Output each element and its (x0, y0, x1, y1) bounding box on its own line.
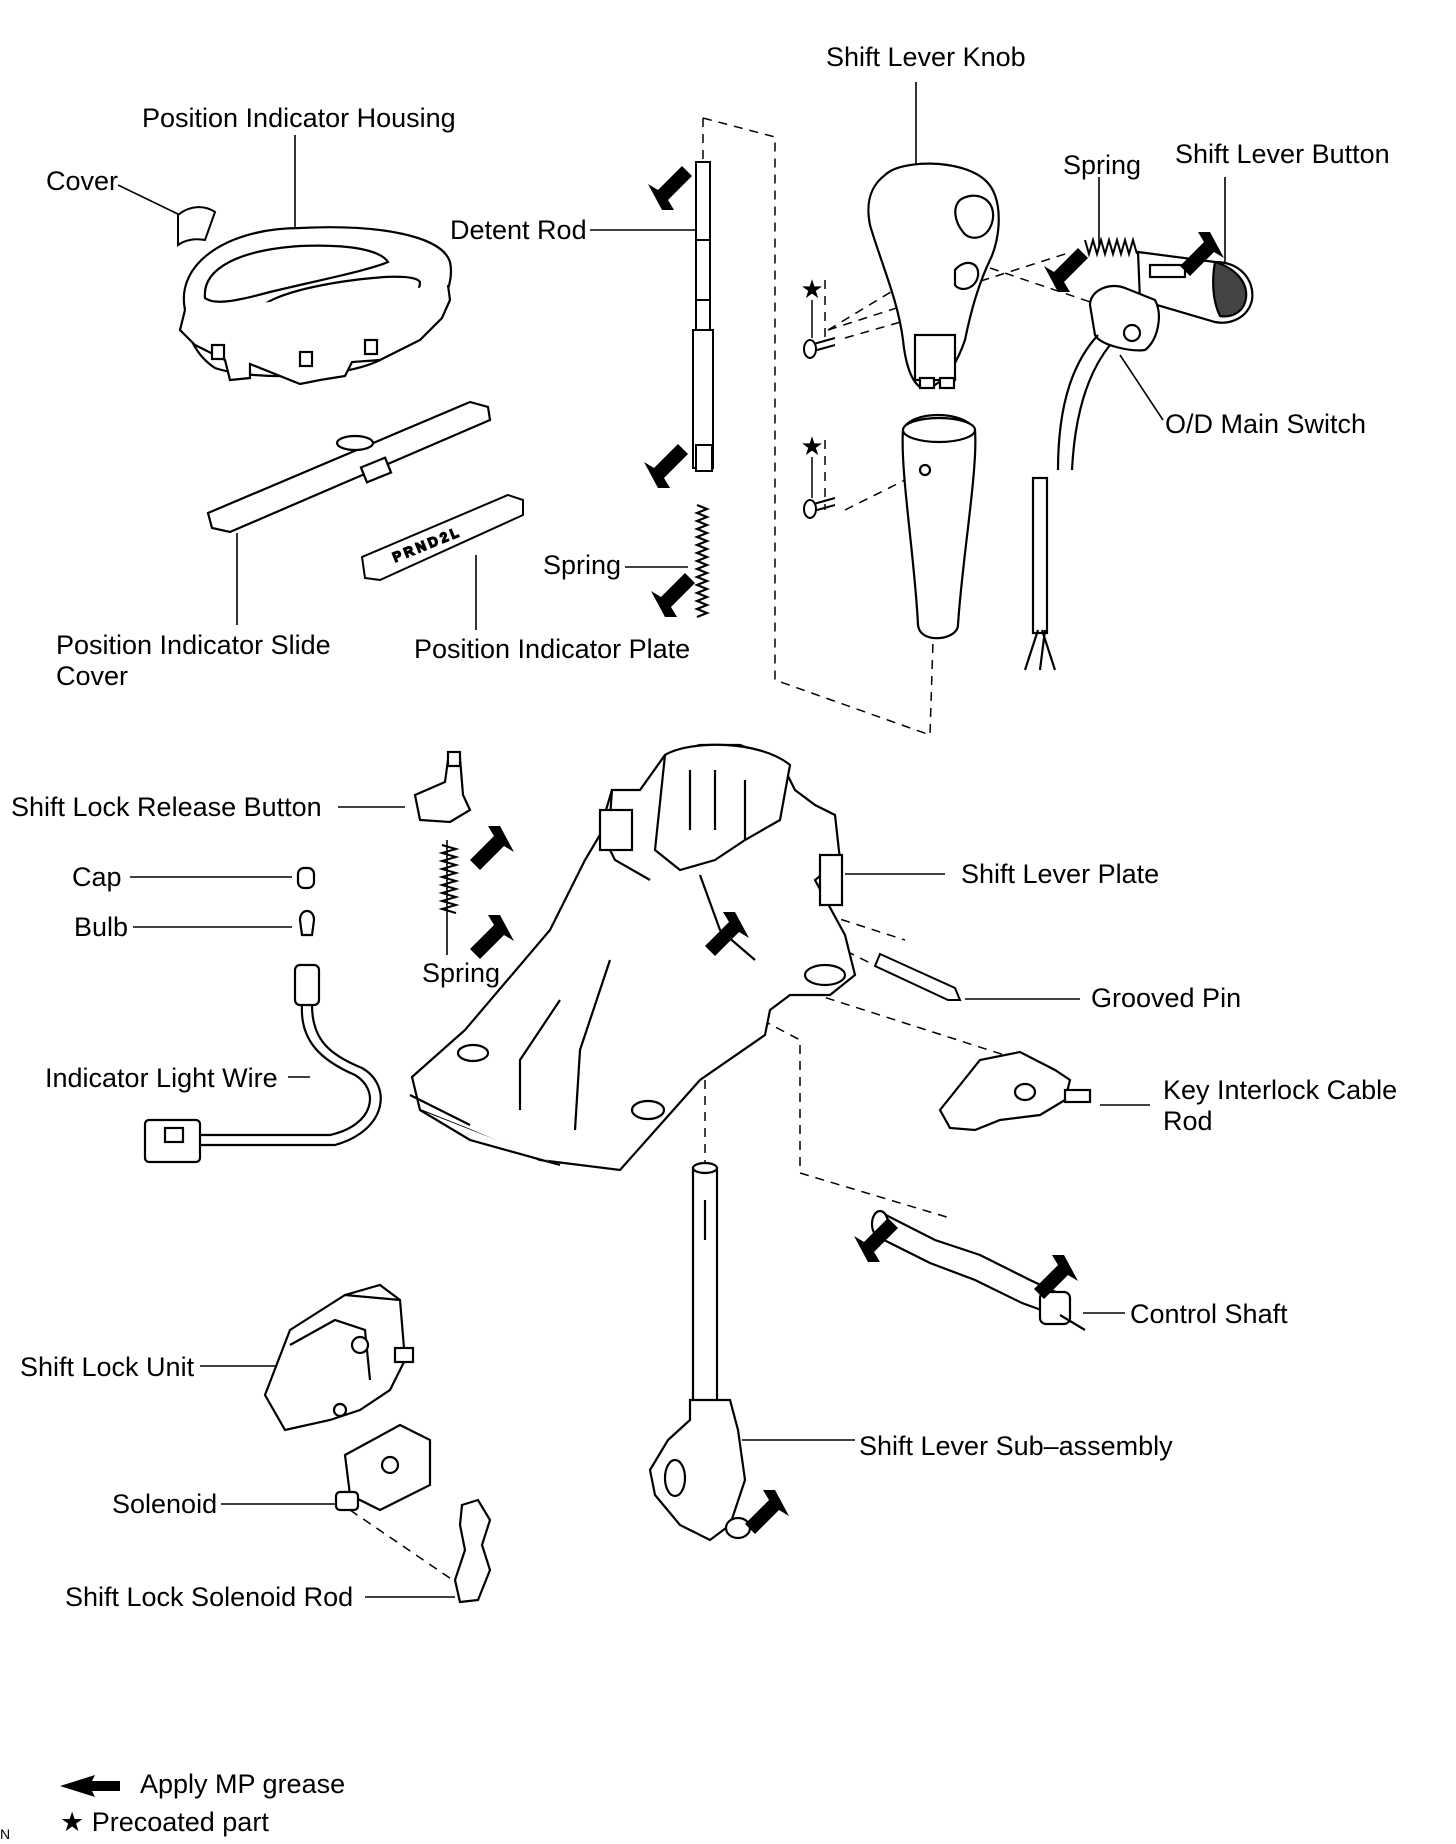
position-indicator-slide-cover (206, 400, 492, 534)
label-bulb: Bulb (74, 912, 129, 942)
label-cap: Cap (72, 862, 122, 892)
detent-rod (692, 161, 714, 472)
shift-lever-knob (867, 162, 1000, 390)
cover-part (177, 206, 217, 247)
label-solenoid: Solenoid (112, 1489, 218, 1519)
label-shift-lever-button: Shift Lever Button (1175, 139, 1390, 169)
label-position-indicator-plate: Position Indicator Plate (414, 634, 691, 664)
cap-and-bulb (296, 866, 316, 937)
shift-lock-release-button-part (413, 750, 472, 824)
shift-lever-knob-sleeve (901, 413, 977, 640)
legend-precoated: ★ Precoated part (60, 1807, 269, 1837)
label-spring-top: Spring (1063, 150, 1142, 180)
od-main-switch-part (1023, 284, 1160, 671)
label-spring-mid: Spring (543, 550, 622, 580)
precoat-star-1: ★ (800, 274, 823, 304)
position-indicator-plate: P R N D 2 L (360, 493, 524, 582)
precoated-screws (803, 337, 836, 519)
leader-lines (117, 82, 1226, 1598)
shift-lever-plate-part (409, 743, 857, 1172)
label-shift-lock-release-button: Shift Lock Release Button (11, 792, 322, 822)
shift-lever-sub-assembly-part (648, 1161, 752, 1542)
label-key-interlock-cable-rod: Key Interlock Cable Rod (1163, 1075, 1398, 1136)
solenoid-part (334, 1423, 432, 1512)
indicator-light-wire-part (143, 963, 382, 1164)
legend-grease: Apply MP grease (140, 1769, 346, 1799)
label-shift-lock-solenoid-rod: Shift Lock Solenoid Rod (65, 1582, 354, 1612)
knob-spring (1084, 236, 1138, 258)
shift-lever-button-part (1136, 250, 1254, 324)
label-grooved-pin: Grooved Pin (1091, 983, 1242, 1013)
shift-lock-solenoid-rod-part (453, 1498, 492, 1604)
key-interlock-cable-rod-part (938, 1050, 1092, 1132)
control-shaft-part (870, 1209, 1086, 1331)
corner-mark: N (0, 1826, 11, 1842)
label-cover: Cover (46, 166, 119, 196)
grooved-pin-part (873, 952, 962, 1001)
position-indicator-housing (178, 226, 453, 386)
detent-spring (694, 503, 710, 619)
label-shift-lock-unit: Shift Lock Unit (20, 1352, 195, 1382)
label-shift-lever-plate: Shift Lever Plate (961, 859, 1160, 889)
label-detent-rod: Detent Rod (450, 215, 587, 245)
label-shift-lever-knob: Shift Lever Knob (826, 42, 1026, 72)
label-position-indicator-slide-cover: Position Indicator Slide Cover (56, 630, 331, 691)
release-spring (438, 844, 460, 914)
label-spring-lower: Spring (422, 958, 501, 988)
precoat-star-2: ★ (800, 431, 823, 461)
shift-lock-unit-part (263, 1283, 415, 1432)
legend-arrow-icon (60, 1775, 120, 1797)
label-indicator-light-wire: Indicator Light Wire (45, 1063, 278, 1093)
grease-arrows (470, 166, 1224, 1534)
label-shift-lever-sub-assembly: Shift Lever Sub–assembly (859, 1431, 1173, 1461)
label-od-main-switch: O/D Main Switch (1165, 409, 1367, 439)
label-position-indicator-housing: Position Indicator Housing (142, 103, 456, 133)
label-control-shaft: Control Shaft (1130, 1299, 1288, 1329)
